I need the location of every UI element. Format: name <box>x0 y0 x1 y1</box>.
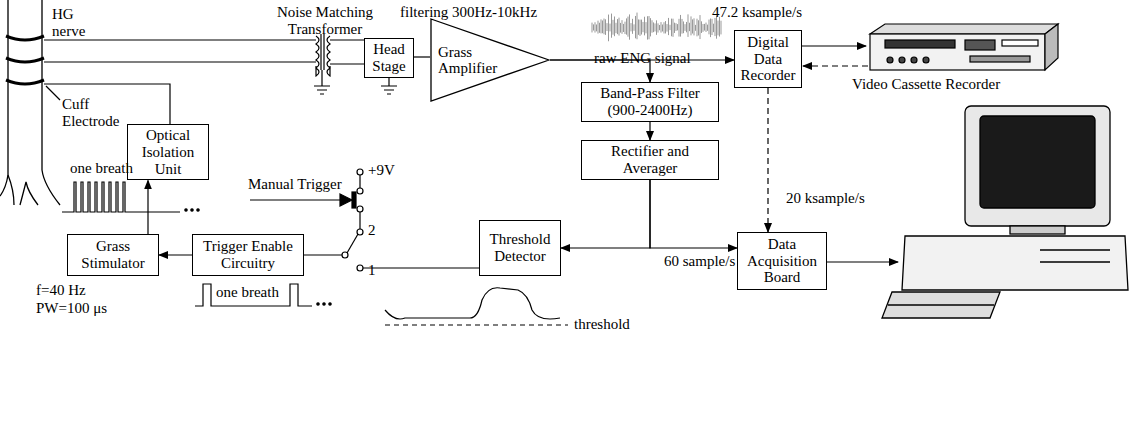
signal-label: raw ENG signal <box>594 50 691 67</box>
sample-rate-label: 47.2 ksample/s <box>712 4 802 21</box>
threshold-waveform <box>385 288 568 325</box>
trigger-enable-box: Trigger Enable Circuitry <box>192 234 304 276</box>
filter-box: Band-Pass Filter (900-2400Hz) <box>581 82 719 122</box>
acquisition-board-box: Data Acquisition Board <box>737 232 827 290</box>
sample-rate-label: 60 sample/s <box>664 253 735 270</box>
signal-connector <box>649 122 650 140</box>
voltage-label: +9V <box>368 162 395 179</box>
signal-connector <box>767 88 768 232</box>
box-text: Threshold Detector <box>483 231 557 265</box>
raw-eng-waveform <box>592 13 721 42</box>
dab-to-computer-arrow <box>826 261 898 262</box>
breath-label: one breath <box>216 284 279 301</box>
nerve <box>0 0 60 205</box>
cuff-electrode <box>6 36 44 84</box>
threshold-label: threshold <box>574 316 630 333</box>
box-text: Band-Pass Filter (900-2400Hz) <box>585 85 715 119</box>
computer-illustration <box>882 106 1128 318</box>
electrode-label: Cuff Electrode <box>62 96 132 130</box>
box-text: Grass Stimulator <box>71 238 155 272</box>
signal-connector <box>650 180 737 248</box>
signal-connector <box>414 56 430 57</box>
trigger-pulse-train <box>195 284 331 306</box>
head-stage-box: Head Stage <box>364 38 414 78</box>
switch-position: 2 <box>368 222 376 239</box>
breath-label: one breath <box>70 160 133 177</box>
nerve-label: HG nerve <box>52 6 98 40</box>
filter-range-label: filtering 300Hz-10kHz <box>400 4 537 21</box>
vcr-illustration <box>870 24 1058 70</box>
recorder-box: Digital Data Recorder <box>734 30 802 88</box>
switch-position: 1 <box>368 262 376 279</box>
rectifier-box: Rectifier and Averager <box>581 140 719 180</box>
sample-rate-label: 20 ksample/s <box>786 190 865 207</box>
stimulus-pulse-train <box>62 182 199 212</box>
stimulator-box: Grass Stimulator <box>67 234 159 276</box>
signal-connector <box>147 180 148 234</box>
box-text: Rectifier and Averager <box>585 143 715 177</box>
pulse-width-label: PW=100 μs <box>36 300 107 317</box>
box-text: Trigger Enable Circuitry <box>196 238 300 272</box>
transformer-label: Noise Matching Transformer <box>250 4 400 38</box>
box-text: Optical Isolation Unit <box>131 127 205 177</box>
amplifier-triangle: Grass Amplifier <box>430 18 550 102</box>
device-label: Video Cassette Recorder <box>852 76 1000 93</box>
signal-connector <box>561 180 650 248</box>
button-label: Manual Trigger <box>248 176 342 193</box>
box-text: Head Stage <box>368 41 410 75</box>
box-text: Grass Amplifier <box>438 44 500 77</box>
threshold-detector-box: Threshold Detector <box>479 220 561 276</box>
isolation-box: Optical Isolation Unit <box>127 124 209 180</box>
vcr-arrows <box>801 46 868 66</box>
signal-connector <box>159 254 192 255</box>
box-text: Data Acquisition Board <box>741 236 823 286</box>
box-text: Digital Data Recorder <box>738 34 798 84</box>
frequency-label: f=40 Hz <box>36 282 86 299</box>
